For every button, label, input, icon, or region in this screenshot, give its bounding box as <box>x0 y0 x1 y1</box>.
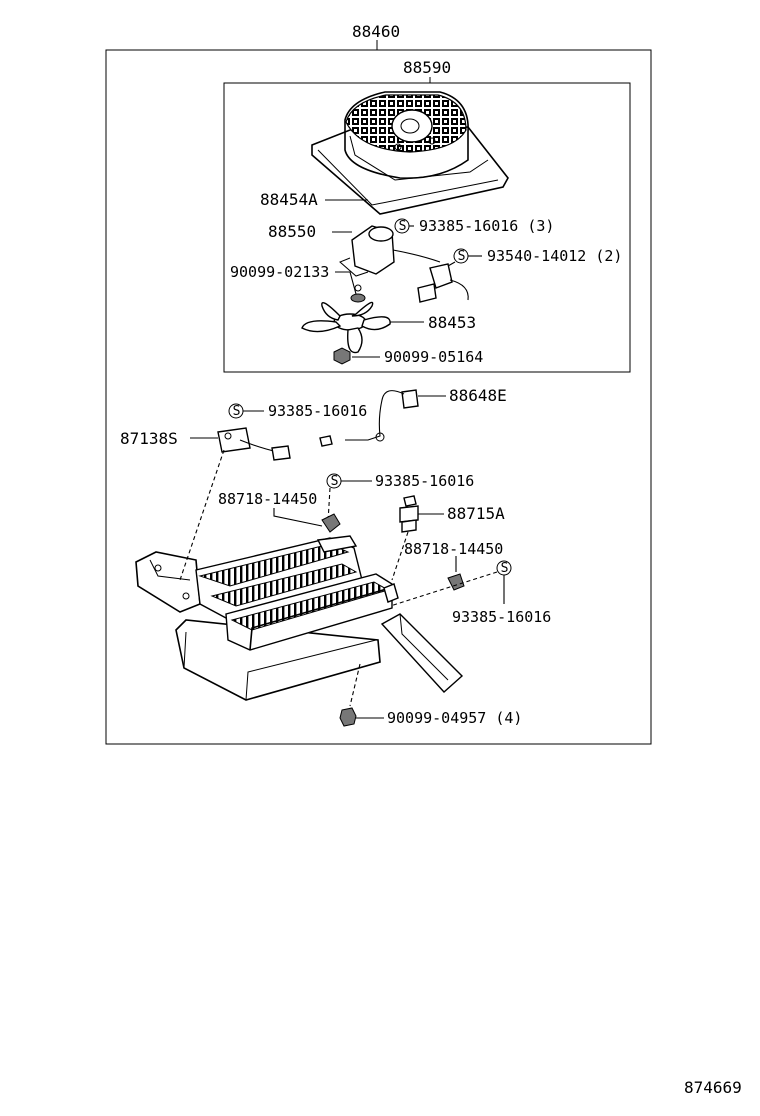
bolt-drawing <box>339 707 357 727</box>
washer-leader <box>335 271 357 295</box>
clamp-left-leader <box>273 508 323 527</box>
evaporator-drawing <box>135 535 399 701</box>
clamp-right-drawing <box>447 573 465 591</box>
shroud-drawing <box>311 91 509 215</box>
part-label-screw-bracket[interactable]: 93385-16016 <box>452 608 552 626</box>
assembly-frame <box>105 49 652 745</box>
thermistor-drawing <box>217 427 291 461</box>
nut-drawing <box>333 347 351 365</box>
clamp-left-drawing <box>321 513 341 533</box>
part-label-screw-motor[interactable]: 93385-16016 (3) <box>419 217 555 235</box>
part-label-clamp-left[interactable]: 88718-14450 <box>218 490 318 508</box>
part-label-thermistor[interactable]: 87138S <box>120 429 178 448</box>
part-label-shroud[interactable]: 88454A <box>260 190 318 209</box>
part-label-screw-resistor[interactable]: 93540-14012 (2) <box>487 247 623 265</box>
part-label-shroud-fan[interactable]: 88590 <box>403 58 452 77</box>
bracket-drawing <box>380 613 464 693</box>
part-label-motor[interactable]: 88550 <box>268 222 317 241</box>
part-label-screw-clamp[interactable]: 93385-16016 <box>375 472 475 490</box>
part-label-nut[interactable]: 90099-05164 <box>384 348 484 366</box>
screw-symbol-label: S <box>232 404 241 419</box>
part-label-clamp-right[interactable]: 88718-14450 <box>404 540 504 558</box>
part-label-fan[interactable]: 88453 <box>428 313 477 332</box>
screw-symbol-label: S <box>330 474 339 489</box>
part-label-pressure-switch[interactable]: 88715A <box>447 504 505 523</box>
fan-assembly-frame <box>223 82 631 373</box>
part-label-assembly[interactable]: 88460 <box>352 22 401 41</box>
motor-drawing <box>339 225 469 303</box>
thermistor-install-line <box>179 449 225 581</box>
part-label-wire-harness[interactable]: 88648E <box>449 386 507 405</box>
part-label-screw-thermistor[interactable]: 93385-16016 <box>268 402 368 420</box>
screw-symbol-label: S <box>500 561 509 576</box>
part-label-washer[interactable]: 90099-02133 <box>230 263 330 281</box>
diagram-number: 874669 <box>684 1078 742 1097</box>
screw-symbol-label: S <box>398 219 407 234</box>
pressure-switch-drawing <box>399 495 419 533</box>
part-label-bolt[interactable]: 90099-04957 (4) <box>387 709 523 727</box>
screw-symbol-label: S <box>457 249 466 264</box>
fan-drawing <box>301 301 391 354</box>
wire-harness-drawing <box>319 389 419 447</box>
washer-drawing <box>350 293 366 303</box>
